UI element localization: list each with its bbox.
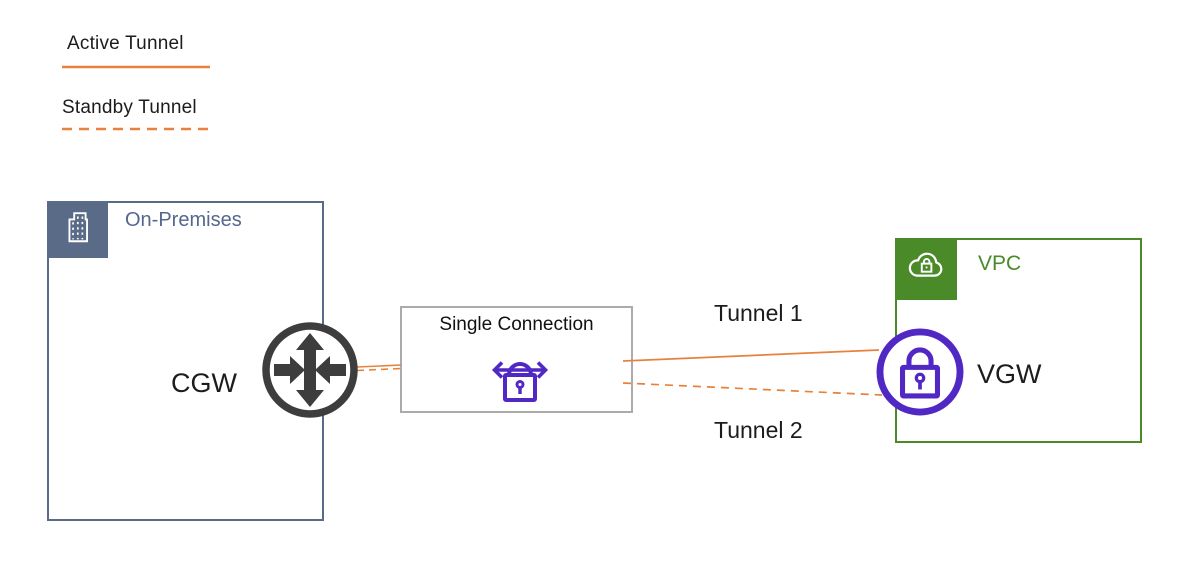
tunnel-1-line [622,349,880,362]
cgw-link-active-line [356,364,402,368]
cgw-label: CGW [171,368,237,398]
single-connection-title: Single Connection [439,314,594,335]
legend-standby-label: Standby Tunnel [62,97,197,118]
site-to-site-vpn-lock-icon [488,342,552,406]
vpc-header [895,238,957,300]
cloud-lock-icon [903,244,949,295]
single-connection-box [400,306,633,413]
cgw-link-standby-line [356,367,402,372]
on-premises-title: On-Premises [125,209,242,231]
tunnel-1-label: Tunnel 1 [714,300,803,326]
on-premises-header [47,201,108,258]
customer-gateway-router-icon [260,320,360,420]
building-icon [59,207,97,252]
vgw-label: VGW [977,359,1042,389]
vgw-lock-icon [874,326,966,418]
vpc-title: VPC [978,252,1022,275]
tunnel-2-line [622,382,883,396]
legend-active-label: Active Tunnel [67,33,184,54]
tunnel-2-label: Tunnel 2 [714,417,803,443]
